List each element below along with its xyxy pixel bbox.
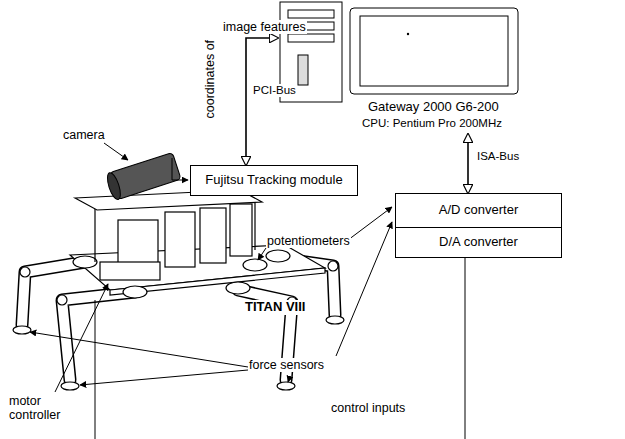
signal-wire bbox=[348, 207, 392, 240]
foot-sensor bbox=[277, 382, 295, 390]
bus-label: ISA-Bus bbox=[476, 150, 520, 163]
process-box: D/A converter bbox=[395, 227, 562, 258]
knee-joint bbox=[328, 261, 338, 271]
hip-potentiometer bbox=[73, 256, 97, 268]
camera-wire bbox=[172, 158, 188, 180]
part-label: image features bbox=[222, 20, 307, 34]
bus-label: PCI-Bus bbox=[252, 84, 297, 97]
hip-potentiometer bbox=[226, 282, 250, 294]
leader-line bbox=[104, 143, 128, 160]
camera-lens bbox=[105, 171, 123, 201]
hip-potentiometer bbox=[123, 286, 147, 298]
leader-line bbox=[55, 284, 108, 392]
electronics-panel bbox=[165, 212, 195, 267]
leader-line bbox=[288, 376, 290, 382]
process-box: Fujitsu Tracking module bbox=[190, 165, 358, 196]
node-text: CPU: Pentium Pro 200MHz bbox=[362, 117, 502, 130]
foot-sensor bbox=[326, 316, 344, 324]
drive-bay bbox=[288, 34, 334, 42]
monitor-case bbox=[350, 8, 518, 94]
part-label: coordinates of bbox=[203, 39, 217, 120]
leader-lines bbox=[30, 143, 465, 439]
leader-line bbox=[258, 248, 266, 260]
electronics-panel bbox=[200, 208, 226, 263]
bus-connector bbox=[246, 38, 278, 165]
part-label: TITAN VIII bbox=[244, 300, 306, 315]
process-box: A/D converter bbox=[395, 193, 562, 228]
deck-post bbox=[254, 200, 255, 250]
knee-joint bbox=[20, 267, 30, 277]
foot-sensor bbox=[13, 326, 31, 334]
leader-line bbox=[30, 332, 248, 367]
foot-sensor bbox=[61, 382, 79, 390]
hip-potentiometer bbox=[243, 259, 267, 271]
part-label: force sensors bbox=[248, 358, 325, 372]
tower-panel bbox=[298, 55, 308, 85]
control-wire bbox=[465, 258, 466, 439]
node-text: Gateway 2000 G6-200 bbox=[368, 100, 499, 115]
node-text: Fujitsu Tracking module bbox=[205, 173, 342, 188]
node-text: A/D converter bbox=[439, 203, 518, 218]
monitor-screen bbox=[360, 16, 508, 86]
part-label: control inputs bbox=[330, 401, 406, 415]
part-label: motor controller bbox=[8, 394, 80, 423]
camera-drawing bbox=[105, 152, 181, 201]
deck-post bbox=[94, 205, 95, 262]
screen-dot bbox=[407, 33, 409, 35]
leader-line bbox=[80, 370, 248, 385]
hip-potentiometer bbox=[266, 250, 290, 262]
drive-bay bbox=[288, 10, 334, 18]
leg-fill bbox=[62, 292, 135, 380]
part-label: camera bbox=[62, 128, 106, 142]
node-text: D/A converter bbox=[439, 235, 518, 250]
knee-joint bbox=[57, 295, 67, 305]
control-wire bbox=[95, 300, 96, 439]
bus-connector bbox=[467, 134, 469, 193]
electronics-panel bbox=[230, 204, 252, 256]
computer-node: Gateway 2000 G6-200CPU: Pentium Pro 200M… bbox=[278, 0, 525, 134]
part-label: potentiometers bbox=[266, 234, 351, 248]
leg-outline bbox=[62, 292, 135, 380]
motor-controller-board bbox=[100, 262, 160, 280]
